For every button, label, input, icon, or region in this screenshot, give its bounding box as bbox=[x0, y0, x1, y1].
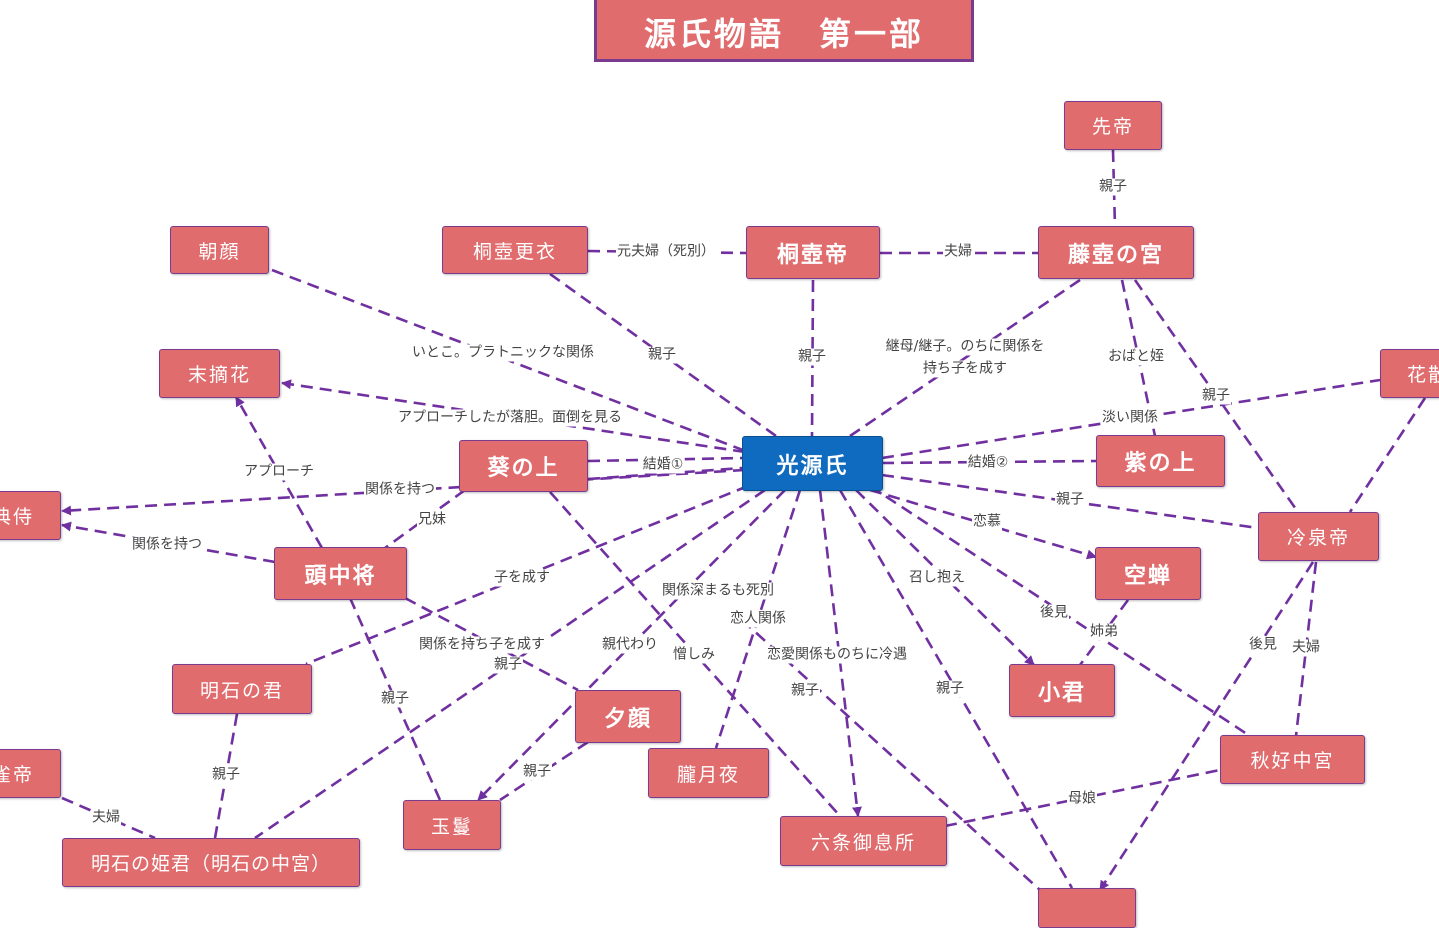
label-keibo-1: 継母/継子。のちに関係を bbox=[884, 338, 1046, 356]
label-meshikakae: 召し抱え bbox=[908, 569, 966, 587]
edge-hanachiru-reizei bbox=[1348, 397, 1427, 513]
label-nikushimi: 憎しみ bbox=[672, 646, 716, 664]
node-rokujo[interactable]: 六条御息所 bbox=[780, 816, 947, 866]
label-kyoudai: 兄妹 bbox=[417, 511, 447, 529]
label-approach2: アプローチ bbox=[243, 463, 315, 481]
edge-genji-murasaki bbox=[881, 459, 1098, 465]
node-aoi[interactable]: 葵の上 bbox=[459, 440, 588, 492]
label-boujou: 母娘 bbox=[1067, 790, 1097, 808]
label-kankei1: 関係を持つ bbox=[364, 481, 436, 499]
edge-tono-naishi bbox=[61, 521, 276, 564]
label-shitei: 姉弟 bbox=[1089, 623, 1119, 641]
label-renbo: 恋慕 bbox=[972, 513, 1002, 531]
label-oyako-koui: 親子 bbox=[647, 346, 677, 364]
label-kekkon1: 結婚① bbox=[641, 456, 685, 474]
label-oyako-fuji: 親子 bbox=[1201, 387, 1231, 405]
node-tamakazura[interactable]: 玉鬘 bbox=[403, 800, 501, 850]
edge-genji-rokujo-b bbox=[741, 619, 1041, 891]
label-itoko: いとこ。プラトニックな関係 bbox=[411, 344, 595, 362]
node-sentei[interactable]: 先帝 bbox=[1064, 101, 1162, 150]
label-obameh: おばと姪 bbox=[1107, 348, 1165, 366]
label-oyako-tono: 親子 bbox=[380, 690, 410, 708]
label-motofufu: 元夫婦（死別） bbox=[616, 243, 716, 261]
edge-genji-rokujo bbox=[818, 489, 862, 817]
node-reizei[interactable]: 冷泉帝 bbox=[1258, 512, 1379, 561]
node-akikonomu[interactable]: 秋好中宮 bbox=[1220, 735, 1365, 784]
edge-fujitsubo-genji bbox=[849, 278, 1081, 438]
label-kenkei-ko: 関係を持ち子を成す bbox=[418, 636, 546, 654]
node-suzaku[interactable]: 朱雀帝 bbox=[0, 749, 61, 798]
edge-reizei-bottom bbox=[1098, 561, 1315, 891]
label-awai: 淡い関係 bbox=[1101, 409, 1159, 427]
node-akashi[interactable]: 明石の君 bbox=[172, 664, 312, 714]
label-approach1: アプローチしたが落胆。面倒を見る bbox=[397, 409, 623, 427]
label-oyako-reizei: 親子 bbox=[1055, 491, 1085, 509]
node-genji[interactable]: 光源氏 bbox=[742, 436, 883, 491]
label-keibo-2: 持ち子を成す bbox=[922, 360, 1008, 378]
label-kankei2: 関係を持つ bbox=[131, 536, 203, 554]
node-oborozukiyo[interactable]: 朧月夜 bbox=[648, 748, 769, 798]
edge-yugao-tamakazura bbox=[499, 740, 589, 802]
node-yugao[interactable]: 夕顔 bbox=[575, 690, 681, 743]
label-oyako-yugao: 親子 bbox=[522, 763, 552, 781]
label-fufu2: 夫婦 bbox=[1291, 639, 1321, 657]
label-oyako-tei: 親子 bbox=[797, 348, 827, 366]
label-oyagawari: 親代わり bbox=[601, 636, 659, 654]
node-asagao[interactable]: 朝顔 bbox=[170, 226, 269, 274]
label-renai-reigu: 恋愛関係ものちに冷遇 bbox=[766, 646, 908, 664]
label-fufu3: 夫婦 bbox=[91, 809, 121, 827]
label-ushiromi2: 後見 bbox=[1248, 636, 1278, 654]
edge-suzaku-akashihime bbox=[61, 796, 156, 840]
node-utsusemi[interactable]: 空蝉 bbox=[1095, 547, 1201, 600]
label-kowonasu: 子を成す bbox=[493, 569, 551, 587]
node-naishi[interactable]: 典侍 bbox=[0, 491, 61, 540]
label-oyako-akashi: 親子 bbox=[211, 766, 241, 784]
node-murasaki[interactable]: 紫の上 bbox=[1096, 435, 1225, 487]
label-oyako-rokujo: 親子 bbox=[790, 682, 820, 700]
label-oyako-sentei: 親子 bbox=[1098, 178, 1128, 196]
label-kekkon2: 結婚② bbox=[966, 454, 1010, 472]
label-ushiromi1: 後見 bbox=[1039, 604, 1069, 622]
node-suetsumuhana[interactable]: 末摘花 bbox=[159, 349, 280, 398]
label-oyako-genji-b: 親子 bbox=[935, 680, 965, 698]
node-fujitsubo[interactable]: 藤壺の宮 bbox=[1038, 226, 1194, 279]
node-bottom[interactable] bbox=[1038, 888, 1136, 928]
node-tonochujo[interactable]: 頭中将 bbox=[274, 547, 407, 600]
label-oyako-tamakazura: 親子 bbox=[493, 656, 523, 674]
node-kiritsubo-koui[interactable]: 桐壺更衣 bbox=[442, 226, 588, 274]
node-kogimi[interactable]: 小君 bbox=[1009, 664, 1115, 717]
node-hanachiru[interactable]: 花散 bbox=[1380, 349, 1439, 398]
label-fukamaru: 関係深まるも死別 bbox=[661, 582, 775, 600]
diagram-title: 源氏物語 第一部 bbox=[594, 0, 974, 62]
node-akashi-hime[interactable]: 明石の姫君（明石の中宮） bbox=[62, 838, 360, 887]
label-renai: 恋人関係 bbox=[729, 610, 787, 628]
node-kiritsubo-tei[interactable]: 桐壺帝 bbox=[746, 226, 880, 279]
edge-genji-reizei bbox=[881, 473, 1259, 530]
label-fufu1: 夫婦 bbox=[943, 243, 973, 261]
